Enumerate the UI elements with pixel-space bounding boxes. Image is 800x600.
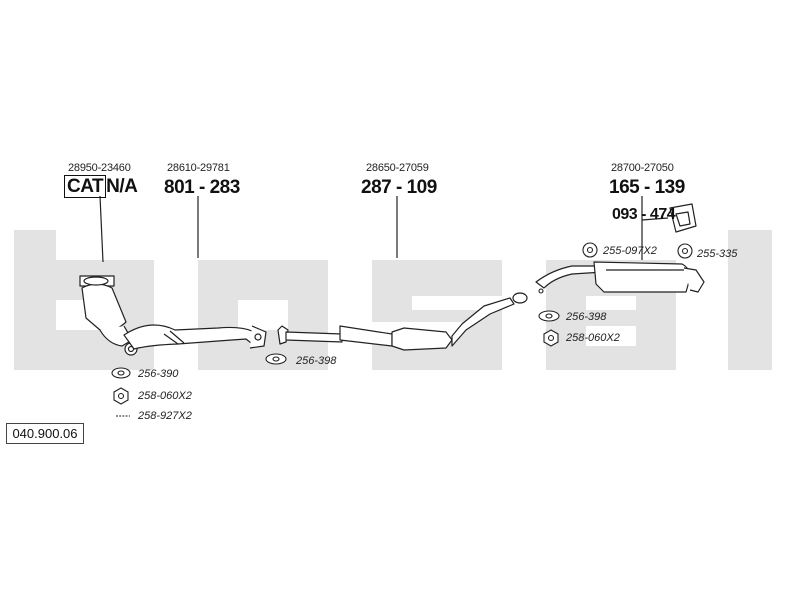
na-label: N/A [106, 176, 138, 197]
cat-nut-label: 258-060X2 [138, 390, 192, 402]
rear-gasket-label: 256-398 [566, 311, 607, 323]
cat-bolt-label: 258-927X2 [138, 410, 192, 422]
rear-nut-label: 258-060X2 [566, 332, 620, 344]
catalytic-converter-drawing [79, 275, 138, 356]
catalog-code: 040.900.06 [6, 423, 84, 444]
rear-silencer-part-number: 165 - 139 [609, 177, 685, 198]
mount-kit-drawing [669, 203, 697, 233]
middle-silencer-drawing [277, 292, 528, 351]
cat-label: CAT [64, 175, 107, 198]
cat-oem-number: 28950-23460 [68, 162, 131, 174]
rear-silencer-drawing [535, 261, 705, 293]
mount-kit-part-number: 093 - 474 [612, 206, 676, 223]
front-gasket-label: 256-398 [296, 355, 337, 367]
front-pipe-drawing [123, 324, 267, 350]
middle-silencer-part-number: 287 - 109 [361, 177, 437, 198]
rear-clamp-label: 255-097X2 [603, 245, 657, 257]
rear-hanger-label: 255-335 [697, 248, 738, 260]
front-pipe-oem-number: 28610-29781 [167, 162, 230, 174]
rear-silencer-oem-number: 28700-27050 [611, 162, 674, 174]
cat-gasket-label: 256-390 [138, 368, 179, 380]
middle-silencer-oem-number: 28650-27059 [366, 162, 429, 174]
front-pipe-part-number: 801 - 283 [164, 177, 240, 198]
